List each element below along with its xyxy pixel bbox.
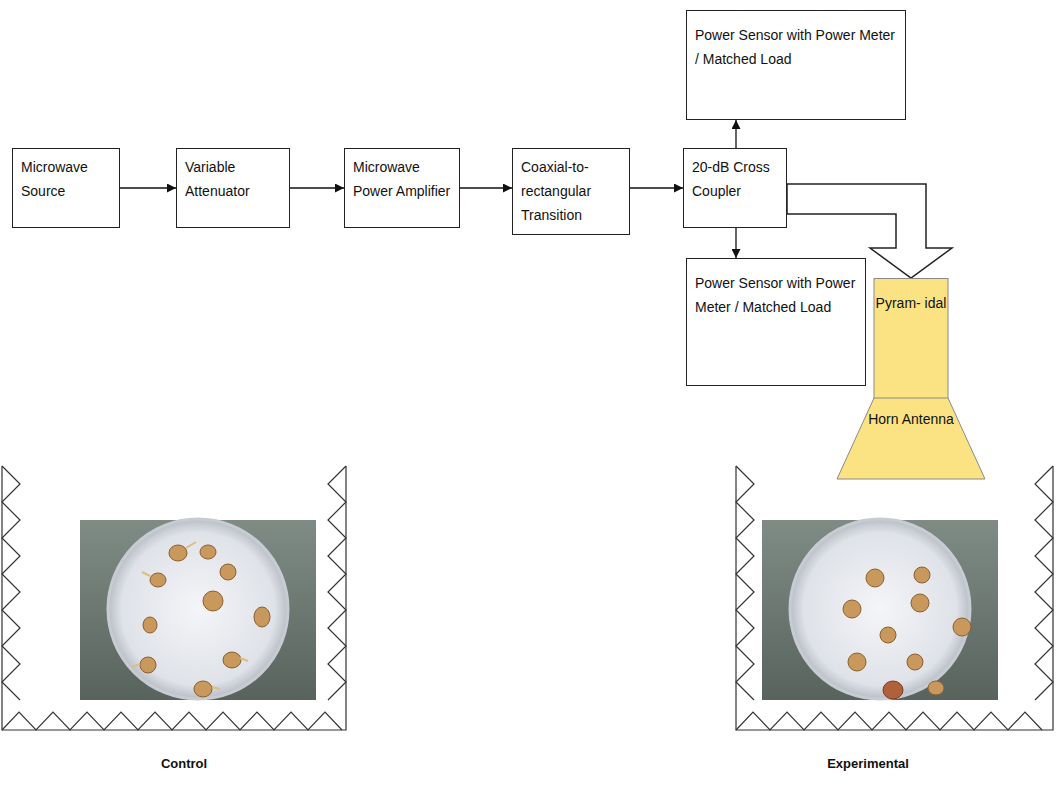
horn-flare [837,398,985,479]
node-text: Variable Attenuator [185,155,283,203]
seed-photo [80,519,316,700]
source-box: Microwave Source [12,148,120,228]
signal-arrow [290,187,344,188]
coupler-box: 20-dB Cross Coupler [683,148,787,228]
node-text: Horn Antenna [866,408,956,430]
node-text: Coaxial-to- rectangular Transition [521,155,623,227]
signal-arrow [460,187,512,188]
seed-photo [762,519,998,700]
frame-zigzag [2,466,20,700]
signal-arrow [735,120,736,148]
caption-label: Control [161,756,207,771]
frame-zigzag [736,466,754,700]
frame-zigzag [2,712,342,730]
signal-arrow [120,187,176,188]
caption-label: Experimental [827,756,909,771]
signal-arrow [630,187,683,188]
frame-zigzag [736,712,1042,730]
node-text: 20-dB Cross Coupler [692,155,780,203]
node-text: Power Sensor with Power Meter / Matched … [695,23,899,71]
node-text: Microwave Source [21,155,113,203]
frame-zigzag [1035,466,1053,700]
frame-zigzag [328,466,346,700]
signal-arrow [735,228,736,258]
node-text: Pyram- idal [874,292,948,314]
power-sensor-box: Power Sensor with Power Meter / Matched … [686,10,906,120]
waveguide-section [874,279,948,399]
frame-edge [736,466,1053,730]
power-sensor-box: Power Sensor with Power Meter / Matched … [686,258,866,386]
node-text: Power Sensor with Power Meter / Matched … [695,271,859,319]
attenuator-box: Variable Attenuator [176,148,290,228]
transition-box: Coaxial-to- rectangular Transition [512,148,630,235]
node-text: Microwave Power Amplifier [353,155,453,203]
horn-antenna: Pyram- idalHorn Antenna [836,278,986,480]
amplifier-box: Microwave Power Amplifier [344,148,460,228]
frame-edge [2,466,346,730]
tray-frame [2,466,1053,730]
